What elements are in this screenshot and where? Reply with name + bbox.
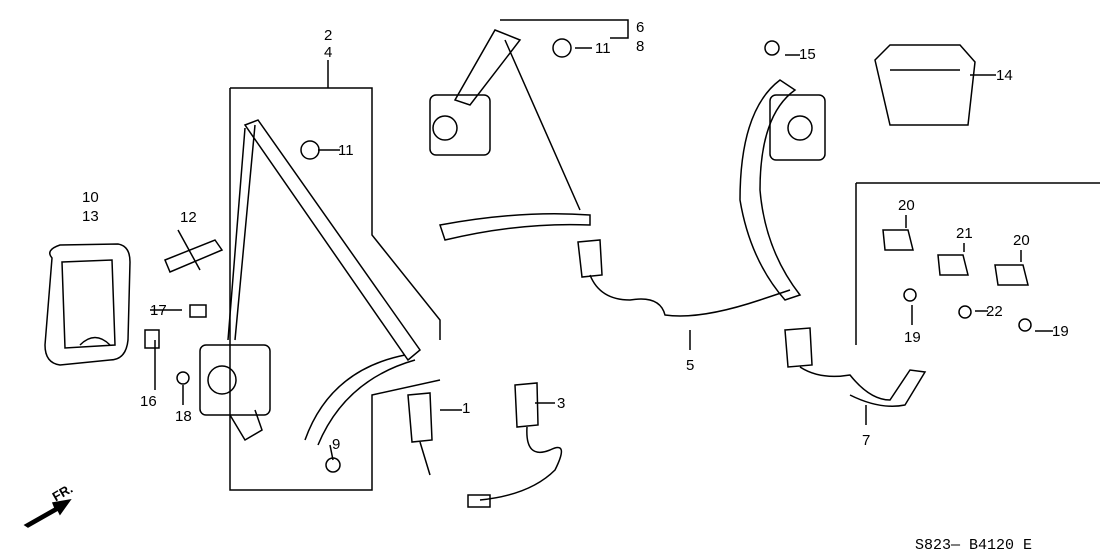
part-11-cap bbox=[300, 140, 320, 160]
part-18 bbox=[176, 371, 190, 385]
part-20a bbox=[882, 229, 914, 251]
callout-6: 6 bbox=[636, 19, 645, 36]
part-retractor-top bbox=[429, 94, 491, 156]
callout-18: 18 bbox=[175, 408, 192, 425]
callout-14: 14 bbox=[996, 67, 1013, 84]
callout-19: 19 bbox=[904, 329, 921, 346]
callout-20: 20 bbox=[898, 197, 915, 214]
diagram-code: S823— B4120 E bbox=[915, 537, 1033, 553]
callout-20: 20 bbox=[1013, 232, 1030, 249]
part-11-cap-top bbox=[552, 38, 572, 58]
group-bracket-right bbox=[855, 182, 1100, 345]
part-22 bbox=[958, 305, 972, 319]
part-19a bbox=[903, 288, 917, 302]
part-buckle-5 bbox=[577, 239, 791, 317]
callout-8: 8 bbox=[636, 38, 645, 55]
callout-11: 11 bbox=[595, 40, 611, 57]
part-14 bbox=[874, 44, 976, 126]
callout-2: 2 bbox=[324, 27, 333, 44]
callout-11: 11 bbox=[338, 142, 354, 159]
part-9 bbox=[325, 457, 341, 473]
part-21 bbox=[937, 254, 969, 276]
part-cover-10-13 bbox=[44, 243, 131, 366]
part-buckle-7 bbox=[784, 327, 927, 407]
fr-arrow-icon bbox=[23, 498, 72, 528]
callout-15: 15 bbox=[799, 46, 816, 63]
callout-4: 4 bbox=[324, 44, 333, 61]
callout-10: 10 bbox=[82, 189, 99, 206]
callout-7: 7 bbox=[862, 432, 871, 449]
callout-13: 13 bbox=[82, 208, 99, 225]
part-buckle-1 bbox=[407, 392, 433, 476]
part-17 bbox=[189, 304, 207, 318]
part-15 bbox=[764, 40, 780, 56]
part-12 bbox=[164, 239, 224, 273]
callout-1: 1 bbox=[462, 400, 471, 417]
callout-16: 16 bbox=[140, 393, 157, 410]
callout-17: 17 bbox=[150, 302, 167, 319]
callout-3: 3 bbox=[557, 395, 566, 412]
part-19b bbox=[1018, 318, 1032, 332]
callout-22: 22 bbox=[986, 303, 1003, 320]
callout-12: 12 bbox=[180, 209, 197, 226]
part-lower-belt bbox=[304, 354, 416, 446]
part-retractor-right bbox=[769, 94, 826, 161]
callout-5: 5 bbox=[686, 357, 695, 374]
part-belt-right bbox=[739, 79, 802, 301]
bracket-6-8 bbox=[500, 19, 629, 39]
callout-21: 21 bbox=[956, 225, 973, 242]
part-retractor-left bbox=[199, 344, 271, 416]
part-16 bbox=[144, 329, 160, 349]
part-buckle-3 bbox=[479, 382, 563, 501]
part-20b bbox=[994, 264, 1029, 286]
group-bracket-left bbox=[229, 60, 441, 491]
part-connector bbox=[467, 494, 491, 508]
callout-9: 9 bbox=[332, 436, 341, 453]
callout-19: 19 bbox=[1052, 323, 1069, 340]
part-belt-2-4 bbox=[227, 119, 422, 362]
part-belt-6-8 bbox=[453, 29, 581, 211]
